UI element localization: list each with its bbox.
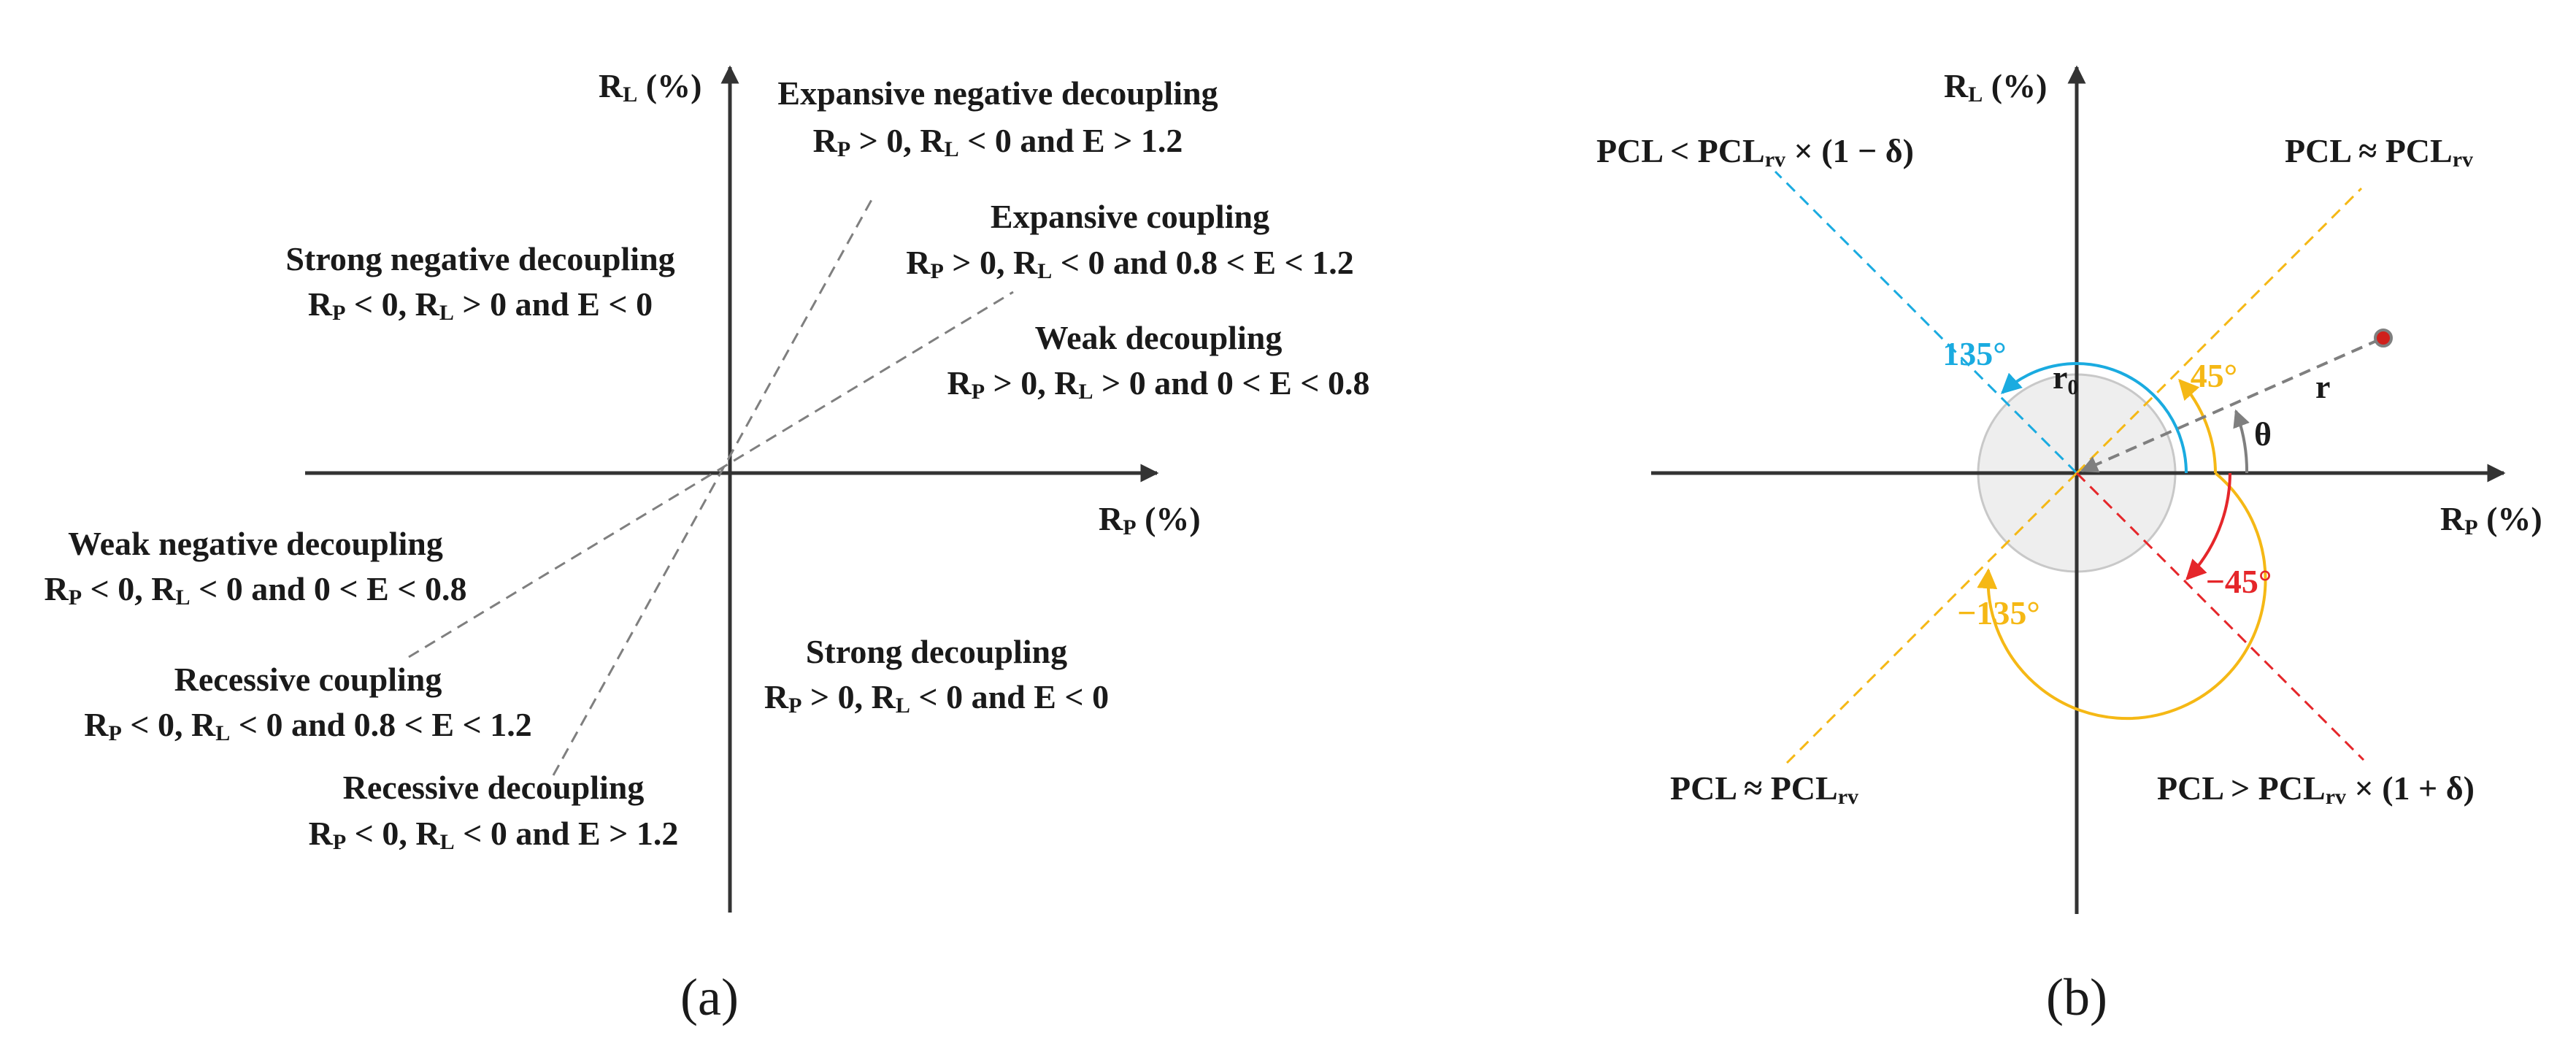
svg-text:Recessive decoupling: Recessive decoupling	[343, 769, 645, 806]
angle-label-135: 135°	[1942, 335, 2006, 372]
svg-text:RP < 0, RL < 0 and 0.8 < E < 1: RP < 0, RL < 0 and 0.8 < E < 1.2	[84, 706, 532, 745]
vector-r	[2080, 338, 2380, 473]
boundary-line-minus-135	[1785, 472, 2078, 764]
label-pcl-lower-left: PCL ≈ PCLrv	[1670, 769, 1858, 809]
region-expansive-negative-decoupling: Expansive negative decoupling RP > 0, RL…	[777, 74, 1218, 161]
panel-a-y-axis-label: RL (%)	[599, 67, 701, 107]
angle-label-minus-135: −135°	[1957, 594, 2040, 631]
region-weak-decoupling: Weak decoupling RP > 0, RL > 0 and 0 < E…	[947, 319, 1369, 404]
svg-text:RP > 0, RL < 0 and 0.8 < E < 1: RP > 0, RL < 0 and 0.8 < E < 1.2	[906, 244, 1354, 283]
arc-45	[2178, 378, 2217, 474]
arc-theta	[2233, 409, 2250, 474]
boundary-line-135	[1774, 170, 2078, 475]
svg-text:Weak negative decoupling: Weak negative decoupling	[68, 525, 443, 562]
svg-text:Expansive coupling: Expansive coupling	[991, 198, 1269, 235]
region-expansive-coupling: Expansive coupling RP > 0, RL < 0 and 0.…	[906, 198, 1354, 283]
svg-text:RP > 0, RL > 0 and 0 < E < 0.8: RP > 0, RL > 0 and 0 < E < 0.8	[947, 364, 1369, 404]
panel-a-caption: (a)	[680, 968, 739, 1026]
radius-label: r0	[2053, 358, 2078, 399]
boundary-line-minus-45	[2075, 472, 2365, 761]
data-point	[2374, 329, 2393, 347]
arc-135	[2000, 362, 2188, 474]
region-weak-negative-decoupling: Weak negative decoupling RP < 0, RL < 0 …	[44, 525, 466, 610]
svg-text:Weak decoupling: Weak decoupling	[1035, 319, 1283, 356]
panel-a: RL (%) RP (%) Expansive negative decoupl…	[44, 65, 1370, 1026]
panel-a-x-axis-label: RP (%)	[1099, 500, 1201, 539]
svg-text:Strong negative decoupling: Strong negative decoupling	[285, 240, 674, 277]
svg-text:RP < 0, RL < 0 and E > 1.2: RP < 0, RL < 0 and E > 1.2	[309, 815, 679, 854]
panel-b: RL (%) RP (%) PCL < PCLrv × (1 − δ) PCL …	[1596, 65, 2542, 1026]
boundary-line-e-0-8	[408, 291, 1014, 658]
panel-b-y-axis-label: RL (%)	[1944, 67, 2047, 107]
angle-label-45: 45°	[2191, 357, 2237, 394]
arc-minus-135	[1977, 472, 2267, 721]
svg-text:Expansive negative decoupling: Expansive negative decoupling	[777, 74, 1218, 112]
region-strong-decoupling: Strong decoupling RP > 0, RL < 0 and E <…	[764, 633, 1109, 718]
arc-minus-45	[2185, 472, 2231, 581]
angle-label-minus-45: −45°	[2206, 563, 2272, 600]
theta-label: θ	[2254, 415, 2272, 453]
svg-text:Strong decoupling: Strong decoupling	[806, 633, 1067, 670]
svg-text:RP > 0, RL < 0 and E < 0: RP > 0, RL < 0 and E < 0	[764, 678, 1109, 718]
panel-b-caption: (b)	[2046, 968, 2107, 1026]
region-recessive-coupling: Recessive coupling RP < 0, RL < 0 and 0.…	[84, 661, 532, 745]
svg-text:RP < 0, RL > 0 and E < 0: RP < 0, RL > 0 and E < 0	[308, 285, 653, 325]
label-pcl-upper-right: PCL ≈ PCLrv	[2285, 132, 2473, 172]
svg-text:Recessive coupling: Recessive coupling	[174, 661, 442, 698]
boundary-line-45	[2075, 187, 2363, 475]
boundary-line-e-1-2	[552, 198, 874, 776]
region-strong-negative-decoupling: Strong negative decoupling RP < 0, RL > …	[285, 240, 674, 325]
svg-text:RP > 0, RL < 0 and E > 1.2: RP > 0, RL < 0 and E > 1.2	[813, 122, 1183, 161]
panel-b-x-axis-label: RP (%)	[2440, 500, 2542, 539]
vector-label: r	[2315, 368, 2330, 405]
label-pcl-upper-left: PCL < PCLrv × (1 − δ)	[1596, 132, 1914, 172]
label-pcl-lower-right: PCL > PCLrv × (1 + δ)	[2157, 769, 2475, 809]
svg-text:RP < 0, RL < 0 and 0 < E < 0.8: RP < 0, RL < 0 and 0 < E < 0.8	[44, 570, 466, 610]
region-recessive-decoupling: Recessive decoupling RP < 0, RL < 0 and …	[309, 769, 679, 854]
